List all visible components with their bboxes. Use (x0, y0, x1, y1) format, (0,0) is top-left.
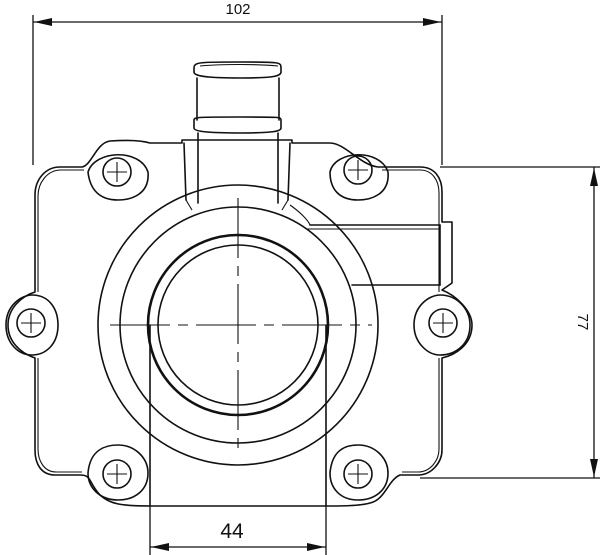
bolt-hole-middle-right (428, 308, 458, 338)
bolt-hole-bottom-right (343, 459, 373, 489)
mounting-holes (5, 153, 471, 501)
bolt-hole-top-left (102, 157, 132, 187)
dimension-bore-diameter: 44 (149, 506, 327, 555)
water-pipe (183, 61, 291, 211)
dimension-label-102: 102 (225, 1, 250, 18)
bolt-hole-bottom-left (102, 459, 132, 489)
flange-outline (7, 139, 473, 507)
bolt-hole-middle-left (16, 308, 46, 338)
bolt-hole-top-right (343, 155, 373, 185)
dimension-overall-width: 102 (32, 1, 443, 165)
dimension-mounting-height: 77 (420, 166, 600, 479)
dimension-label-44: 44 (220, 520, 244, 543)
center-lines (110, 198, 372, 452)
dimension-label-77: 77 (574, 314, 591, 331)
side-boss (289, 204, 441, 286)
